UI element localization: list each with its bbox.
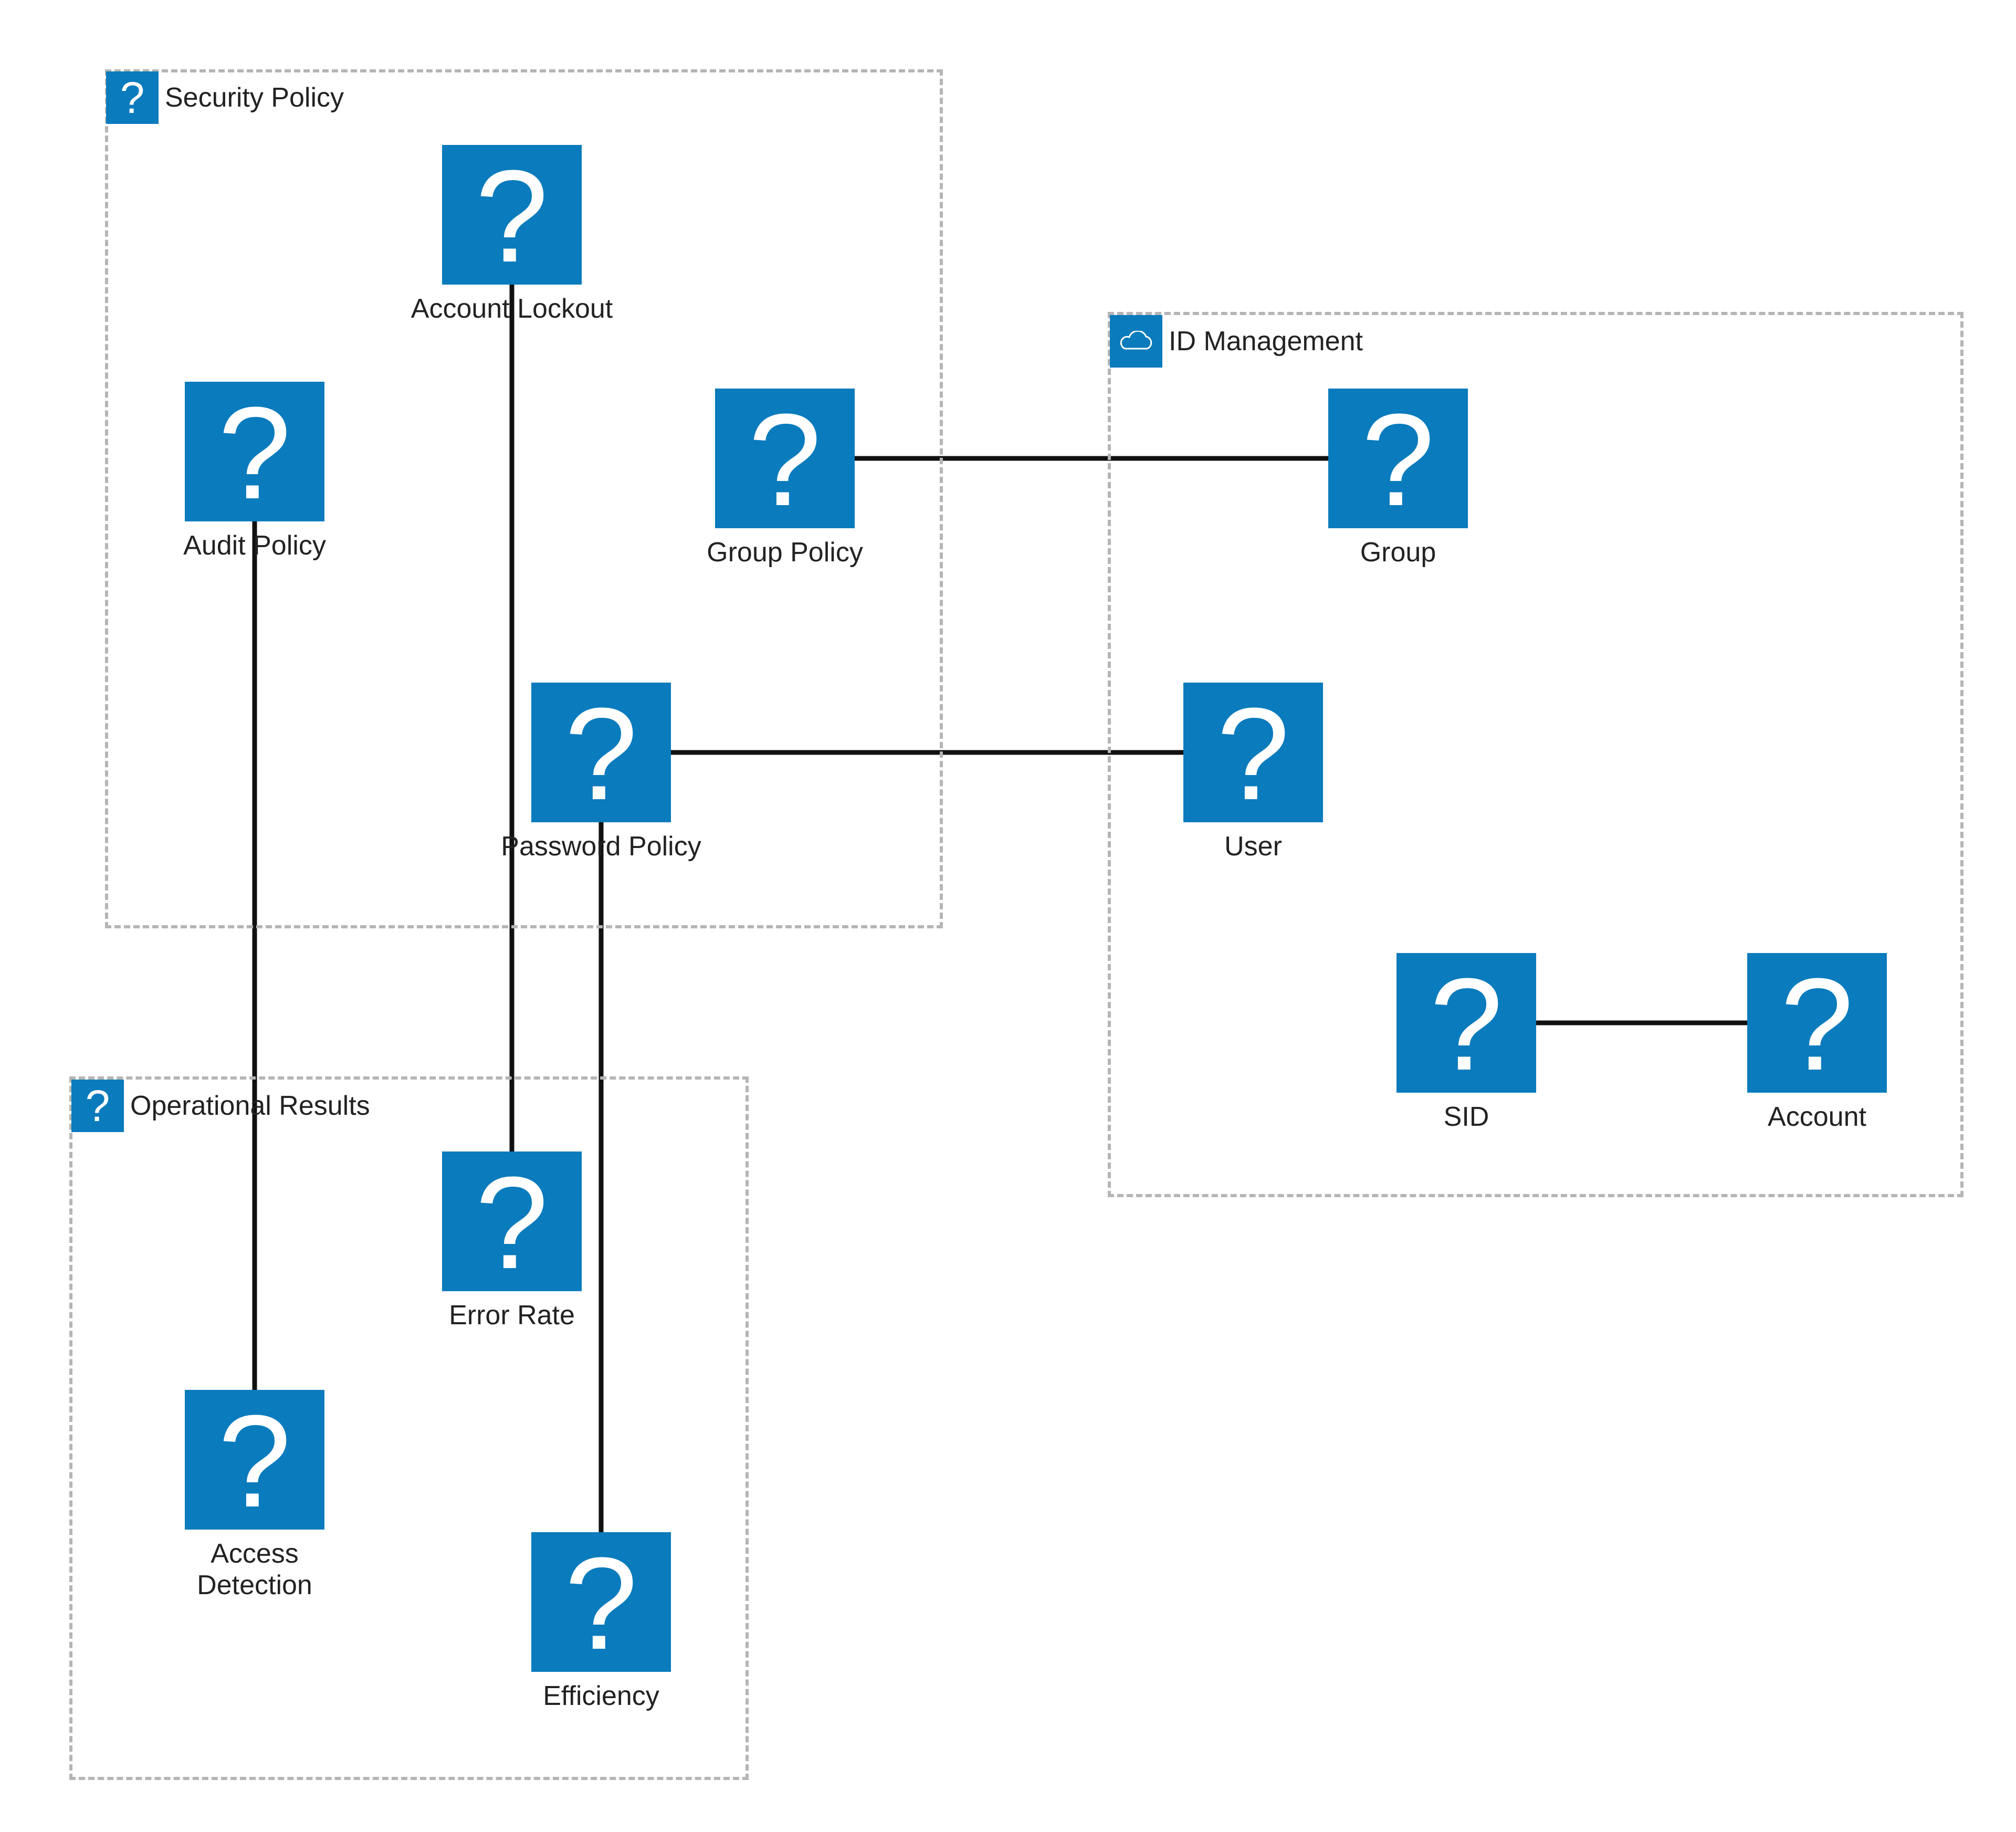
question-icon: ? <box>1183 683 1323 822</box>
node-label: Access Detection <box>197 1538 312 1600</box>
group-id-management-header: ID Management <box>1110 315 1363 368</box>
question-icon: ? <box>1328 389 1468 528</box>
question-icon: ? <box>1396 953 1536 1093</box>
question-icon: ? <box>442 145 582 285</box>
group-id-management <box>1108 312 1964 1197</box>
question-icon: ? <box>1747 953 1887 1093</box>
node-account-lockout[interactable]: ? Account Lockout <box>411 145 613 324</box>
node-label: Password Policy <box>501 831 701 862</box>
question-icon: ? <box>71 1080 124 1132</box>
question-icon: ? <box>531 683 671 822</box>
cloud-icon <box>1110 315 1162 368</box>
question-icon: ? <box>715 389 855 528</box>
node-label: Error Rate <box>449 1300 575 1331</box>
group-operational-results-header: ? Operational Results <box>71 1080 370 1132</box>
group-security-policy <box>105 69 943 928</box>
node-group[interactable]: ? Group <box>1328 389 1468 568</box>
node-label: Audit Policy <box>183 530 326 561</box>
node-error-rate[interactable]: ? Error Rate <box>442 1151 582 1331</box>
group-operational-results <box>69 1076 749 1780</box>
group-title: Security Policy <box>165 82 344 113</box>
node-label: Account <box>1768 1102 1866 1132</box>
node-sid[interactable]: ? SID <box>1396 953 1536 1132</box>
group-title: Operational Results <box>130 1091 370 1121</box>
node-label: Group <box>1360 537 1436 568</box>
node-access-detection[interactable]: ? Access Detection <box>185 1390 324 1600</box>
group-security-policy-header: ? Security Policy <box>106 71 344 124</box>
question-icon: ? <box>185 382 324 521</box>
node-efficiency[interactable]: ? Efficiency <box>531 1532 671 1711</box>
node-user[interactable]: ? User <box>1183 683 1323 862</box>
group-title: ID Management <box>1169 326 1363 357</box>
node-label: Group Policy <box>707 537 863 568</box>
node-audit-policy[interactable]: ? Audit Policy <box>183 382 326 561</box>
node-label: User <box>1224 831 1282 862</box>
node-account[interactable]: ? Account <box>1747 953 1887 1132</box>
question-icon: ? <box>531 1532 671 1672</box>
node-label: Account Lockout <box>411 294 613 324</box>
question-icon: ? <box>185 1390 324 1530</box>
node-password-policy[interactable]: ? Password Policy <box>501 683 701 862</box>
question-icon: ? <box>442 1151 582 1291</box>
node-group-policy[interactable]: ? Group Policy <box>707 389 863 568</box>
node-label: SID <box>1443 1102 1489 1132</box>
node-label: Efficiency <box>543 1681 659 1711</box>
question-icon: ? <box>106 71 159 124</box>
